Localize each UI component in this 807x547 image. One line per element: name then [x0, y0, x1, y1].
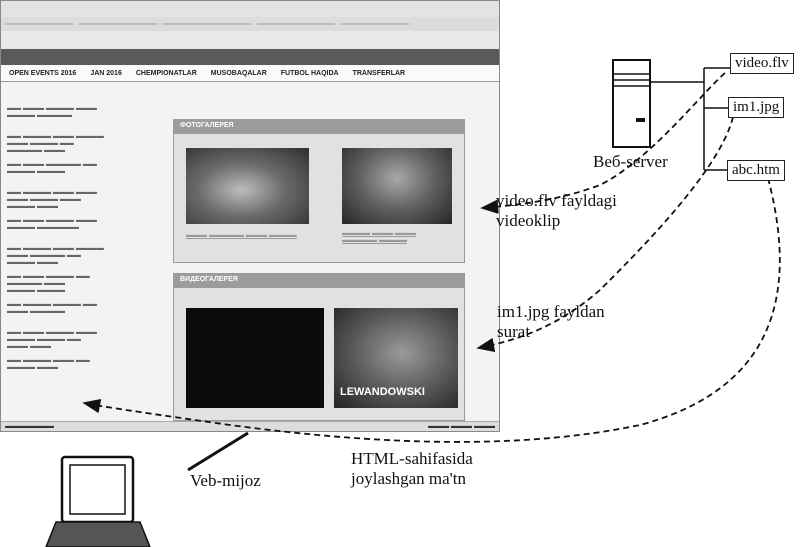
news-item: ▬▬ ▬▬▬ ▬▬▬▬ ▬▬▬▬▬▬▬ ▬▬▬▬▬▬▬ ▬▬▬▬	[7, 273, 90, 294]
file-image: im1.jpg	[728, 97, 785, 118]
browser-screenshot: OPEN EVENTS 2016 JAN 2016 CHEMPIONATLAR …	[0, 0, 500, 432]
photo-thumb-2	[342, 148, 452, 224]
photo-caption: ▬▬▬ ▬▬▬▬▬ ▬▬▬ ▬▬▬▬	[186, 232, 297, 239]
nav-tab: FUTBOL HAQIDA	[280, 69, 339, 77]
browser-title-bar	[1, 1, 499, 17]
news-item: ▬▬ ▬▬▬ ▬▬▬▬▬ ▬▬▬▬▬▬ ▬▬▬▬	[7, 161, 97, 175]
news-item: ▬▬ ▬▬▬▬ ▬▬▬ ▬▬▬▬▬▬▬ ▬▬▬▬ ▬▬▬▬▬▬▬ ▬▬▬	[7, 133, 104, 154]
photo-gallery: ФОТОГАЛЕРЕЯ ▬▬▬ ▬▬▬▬▬ ▬▬▬ ▬▬▬▬ ▬▬▬▬ ▬▬▬ …	[173, 119, 465, 263]
client-pointer-line	[187, 431, 249, 472]
file-video: video.flv	[730, 53, 794, 74]
news-item: ▬▬ ▬▬▬▬ ▬▬▬ ▬▬▬▬▬▬ ▬▬▬▬ ▬▬▬▬▬▬▬ ▬▬▬	[7, 189, 97, 210]
news-item: ▬▬ ▬▬▬ ▬▬▬▬ ▬▬▬▬▬▬▬ ▬▬▬▬ ▬▬▬▬▬ ▬▬▬	[7, 329, 97, 350]
news-list: ▬▬ ▬▬▬ ▬▬▬▬ ▬▬▬▬▬▬▬ ▬▬▬▬▬ ▬▬ ▬▬▬▬ ▬▬▬ ▬▬…	[7, 105, 172, 385]
nav-tab: CHEMPIONATLAR	[135, 69, 197, 77]
video-player	[186, 308, 324, 408]
video-thumb: LEWANDOWSKI	[334, 308, 458, 408]
video-gallery: ВИДЕОГАЛЕРЕЯ LEWANDOWSKI	[173, 273, 465, 421]
photo-thumb-1	[186, 148, 309, 224]
video-clip-label: video.flv fayldagi videoklip	[496, 191, 617, 230]
server-file-links	[650, 67, 730, 171]
video-gallery-header: ВИДЕОГАЛЕРЕЯ	[174, 274, 464, 288]
text-arrow	[82, 177, 781, 443]
video-arrow	[480, 72, 726, 214]
html-text-label: HTML-sahifasida joylashgan ma'tn	[351, 449, 473, 488]
browser-bookmarks-bar	[1, 17, 499, 31]
nav-tab: TRANSFERLAR	[352, 69, 406, 77]
client-label: Veb-mijoz	[190, 471, 261, 490]
photo-gallery-header: ФОТОГАЛЕРЕЯ	[174, 120, 464, 134]
photo-caption: ▬▬▬▬ ▬▬▬ ▬▬▬▬▬▬▬▬ ▬▬▬▬	[342, 230, 416, 244]
server-icon	[612, 59, 651, 148]
news-item: ▬▬ ▬▬▬ ▬▬▬▬ ▬▬▬▬▬▬▬ ▬▬▬▬▬	[7, 105, 97, 119]
news-item: ▬▬ ▬▬▬▬ ▬▬▬ ▬▬▬▬▬▬ ▬▬▬	[7, 357, 90, 371]
site-top-bar	[1, 49, 499, 65]
laptop-icon	[45, 455, 151, 547]
status-bar: ▬▬▬▬▬▬▬▬▬▬ ▬▬▬ ▬▬▬	[1, 421, 499, 431]
nav-tab: OPEN EVENTS 2016	[9, 69, 77, 77]
image-label: im1.jpg fayldan surat	[497, 302, 605, 341]
player-name-caption: LEWANDOWSKI	[340, 386, 425, 398]
news-item: ▬▬ ▬▬▬▬ ▬▬▬▬ ▬▬▬▬▬ ▬▬▬▬▬	[7, 301, 97, 315]
browser-address-bar	[1, 31, 499, 49]
news-item: ▬▬ ▬▬▬ ▬▬▬▬ ▬▬▬▬▬▬▬ ▬▬▬▬▬▬	[7, 217, 97, 231]
site-nav: OPEN EVENTS 2016 JAN 2016 CHEMPIONATLAR …	[1, 65, 499, 82]
file-html: abc.htm	[727, 160, 785, 181]
news-item: ▬▬ ▬▬▬▬ ▬▬▬ ▬▬▬▬▬▬▬ ▬▬▬▬▬ ▬▬▬▬▬▬ ▬▬▬	[7, 245, 104, 266]
nav-tab: JAN 2016	[90, 69, 122, 77]
nav-tab: MUSOBAQALAR	[210, 69, 267, 77]
image-arrow	[476, 116, 734, 353]
server-label: Beб-server	[593, 152, 668, 171]
